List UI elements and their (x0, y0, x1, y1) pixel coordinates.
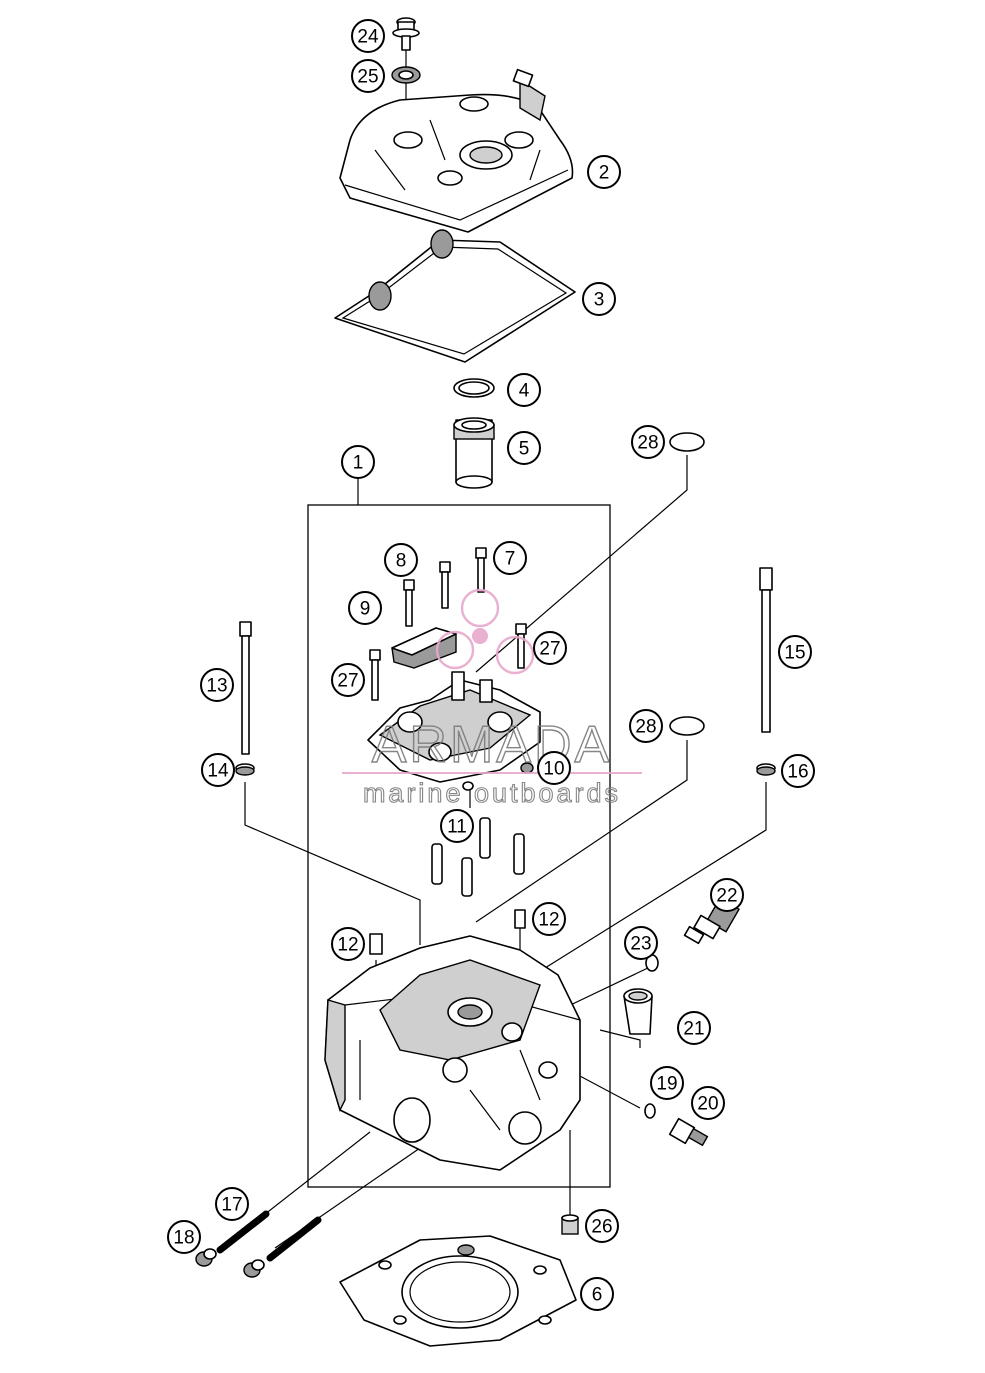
seal-25 (391, 66, 421, 84)
callouts: 1234567891011121213141516171819202122232… (167, 19, 815, 1311)
sleeve-5 (453, 417, 495, 489)
callout-label: 11 (447, 817, 467, 838)
callout-12: 12 (331, 927, 365, 961)
plug-26 (561, 1214, 579, 1235)
callout-label: 25 (357, 67, 378, 88)
callout-14: 14 (201, 753, 235, 787)
stud-15 (756, 567, 776, 776)
callout-27: 27 (533, 631, 567, 665)
o-ring-28-upper (669, 432, 705, 452)
callout-label: 2 (599, 163, 610, 184)
callout-label: 23 (630, 934, 651, 955)
callout-7: 7 (493, 541, 527, 575)
callout-label: 27 (539, 639, 560, 660)
callout-28: 28 (631, 425, 665, 459)
callout-label: 12 (538, 910, 559, 931)
cylinder-head (324, 935, 581, 1171)
valve-cover-2 (339, 68, 574, 233)
callout-2: 2 (587, 155, 621, 189)
callout-label: 27 (337, 671, 358, 692)
callout-label: 19 (656, 1074, 677, 1095)
callout-label: 17 (221, 1195, 242, 1216)
cover-gasket-3 (334, 229, 576, 363)
callout-23: 23 (624, 926, 658, 960)
callout-11: 11 (440, 809, 474, 843)
studs-17 (216, 1210, 322, 1262)
head-gasket-6 (339, 1235, 577, 1347)
callout-1: 1 (341, 445, 375, 479)
callout-26: 26 (585, 1209, 619, 1243)
watermark-tagline: marine outboards (363, 778, 621, 808)
callout-19: 19 (650, 1066, 684, 1100)
callout-label: 22 (716, 886, 737, 907)
fitting-21 (623, 988, 653, 1035)
dowel-12-right (514, 909, 526, 929)
callout-label: 12 (337, 935, 358, 956)
callout-20: 20 (691, 1086, 725, 1120)
callout-label: 10 (543, 759, 564, 780)
callout-label: 28 (637, 433, 658, 454)
callout-label: 21 (683, 1019, 704, 1040)
callout-18: 18 (167, 1220, 201, 1254)
callout-label: 8 (396, 551, 407, 572)
callout-28: 28 (629, 709, 663, 743)
o-ring-4 (453, 378, 495, 398)
callout-label: 20 (697, 1094, 718, 1115)
callout-17: 17 (215, 1187, 249, 1221)
callout-13: 13 (200, 668, 234, 702)
callout-6: 6 (580, 1277, 614, 1311)
callout-4: 4 (507, 373, 541, 407)
o-ring-28-lower (669, 716, 705, 736)
callout-label: 14 (207, 761, 229, 782)
callout-15: 15 (778, 635, 812, 669)
callout-label: 6 (592, 1285, 603, 1306)
watermark-logo-icon (435, 588, 535, 675)
callout-label: 28 (635, 717, 656, 738)
nuts-18 (195, 1248, 265, 1278)
callout-8: 8 (384, 543, 418, 577)
washer-19 (644, 1103, 656, 1119)
callout-label: 9 (360, 599, 371, 620)
callout-24: 24 (351, 19, 385, 53)
callout-16: 16 (781, 754, 815, 788)
callout-22: 22 (710, 878, 744, 912)
callout-label: 18 (173, 1228, 194, 1249)
leader-lines (231, 48, 767, 1249)
callout-25: 25 (351, 59, 385, 93)
callout-27: 27 (331, 663, 365, 697)
callout-label: 3 (594, 290, 605, 311)
callout-label: 16 (787, 762, 808, 783)
bolt-24 (392, 17, 420, 51)
dowel-12-left (369, 933, 383, 955)
camshaft-carrier (367, 671, 541, 783)
callout-12: 12 (532, 902, 566, 936)
assembly-1-frame (307, 504, 611, 1188)
callout-9: 9 (348, 591, 382, 625)
watermark-brand: ARMADA (372, 716, 612, 774)
callout-3: 3 (582, 282, 616, 316)
callout-label: 24 (357, 27, 379, 48)
callout-10: 10 (537, 751, 571, 785)
callout-label: 15 (784, 643, 805, 664)
callout-label: 26 (591, 1217, 612, 1238)
stud-13 (235, 621, 255, 776)
callout-label: 4 (519, 381, 530, 402)
callout-label: 1 (353, 453, 364, 474)
callout-5: 5 (507, 431, 541, 465)
bolts-upper (369, 547, 527, 701)
sensor-20 (668, 1117, 709, 1147)
callout-label: 7 (505, 549, 516, 570)
callout-21: 21 (677, 1011, 711, 1045)
callout-label: 5 (519, 439, 530, 460)
valve-guides-11 (431, 817, 525, 897)
callout-label: 13 (206, 676, 227, 697)
